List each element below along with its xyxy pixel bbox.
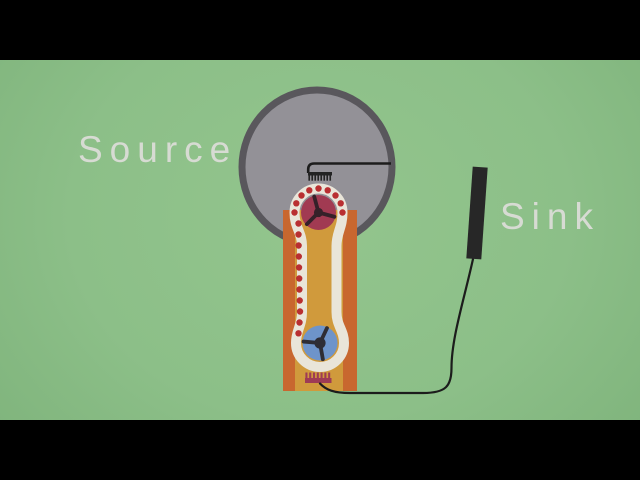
comb-tooth xyxy=(309,372,312,378)
sink-label: Sink xyxy=(500,196,600,237)
energy-bead xyxy=(332,192,339,199)
comb-tooth xyxy=(312,372,316,378)
comb-tooth xyxy=(328,372,331,378)
source-axle-line xyxy=(306,162,391,173)
wheel-hub xyxy=(314,337,326,349)
bottom-wheel-spokes xyxy=(301,326,329,362)
comb-tooth xyxy=(305,372,308,378)
energy-bead xyxy=(295,253,302,260)
comb-tooth xyxy=(329,175,332,181)
sink-rod xyxy=(466,166,488,260)
connecting-wire xyxy=(318,257,475,395)
comb-tooth xyxy=(308,175,311,181)
energy-bead xyxy=(295,220,302,227)
letterbox-top xyxy=(0,0,640,60)
energy-bead xyxy=(306,187,313,194)
energy-bead xyxy=(295,264,303,271)
energy-bead xyxy=(337,200,344,207)
energy-bead xyxy=(295,330,302,337)
comb-tooth xyxy=(311,175,314,181)
energy-bead xyxy=(315,185,322,192)
comb-tooth xyxy=(317,175,320,181)
energy-bead xyxy=(291,209,298,216)
source-comb-icon xyxy=(308,172,332,181)
top-wheel-spokes xyxy=(304,194,337,227)
energy-bead xyxy=(293,200,300,207)
energy-bead xyxy=(296,275,303,282)
comb-tooth xyxy=(316,372,319,378)
letterbox-bottom xyxy=(0,420,640,480)
comb-tooth xyxy=(314,175,317,181)
comb-tooth xyxy=(326,175,329,181)
energy-bead xyxy=(296,308,304,315)
comb-tooth xyxy=(324,372,327,378)
energy-bead xyxy=(295,242,302,249)
comb-tooth xyxy=(320,372,323,378)
energy-bead xyxy=(298,192,305,199)
source-label: Source xyxy=(78,129,238,170)
energy-bead xyxy=(296,297,303,304)
energy-bead xyxy=(324,187,331,194)
energy-bead xyxy=(296,286,303,293)
energy-bead xyxy=(296,319,303,326)
comb-tooth xyxy=(320,175,323,181)
energy-bead xyxy=(295,231,302,238)
comb-tooth xyxy=(323,175,326,181)
comb-bar xyxy=(308,172,332,176)
bead-track xyxy=(291,185,346,337)
wheel-hub xyxy=(313,207,324,218)
comb-bar xyxy=(305,378,332,383)
energy-bead xyxy=(339,209,346,216)
sink-comb-icon xyxy=(305,372,332,383)
